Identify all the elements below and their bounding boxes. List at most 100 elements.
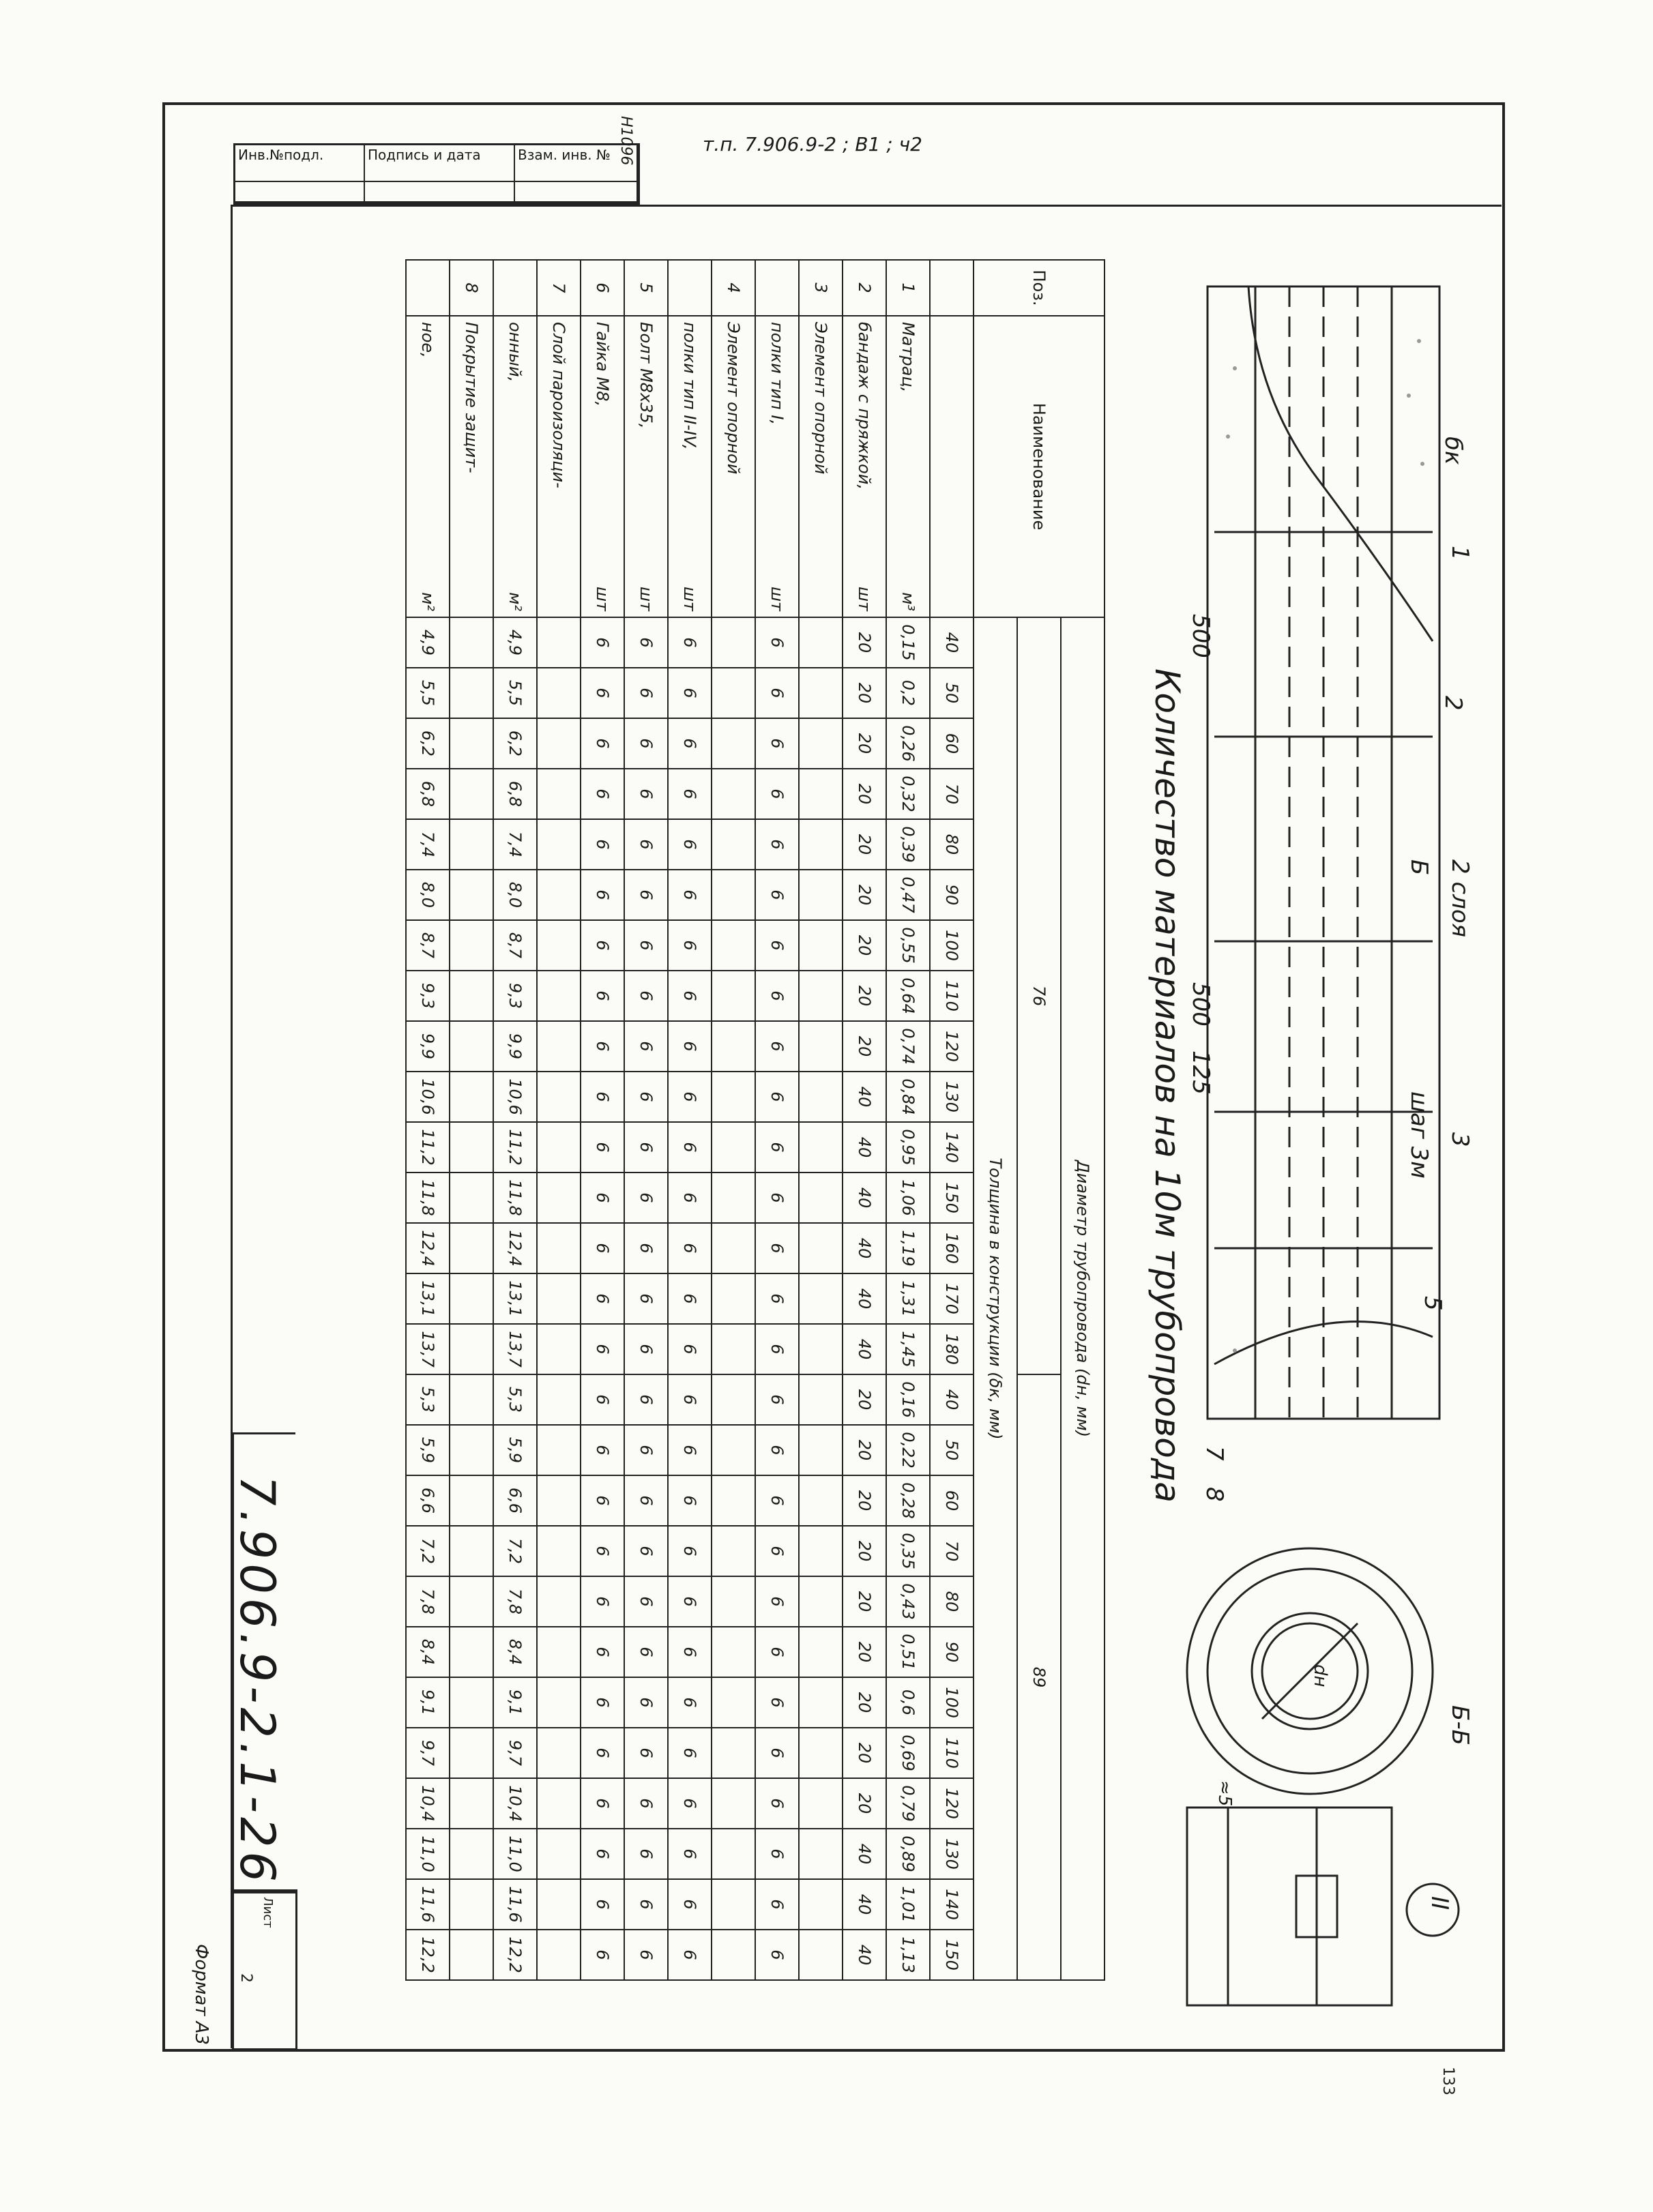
value-cell: 6 <box>581 1778 624 1829</box>
thickness-cell: 150 <box>930 1930 974 1980</box>
thickness-cell: 40 <box>930 1374 974 1425</box>
value-cell: 6 <box>755 769 799 819</box>
value-cell: 6 <box>668 718 712 769</box>
pipe-longitudinal-drawing <box>1206 285 1441 1420</box>
value-cell: 6 <box>755 1475 799 1526</box>
value-cell <box>712 1021 755 1072</box>
stamp-cell-signature: Подпись и дата <box>365 145 515 182</box>
value-cell: 0,69 <box>886 1728 930 1778</box>
value-cell <box>450 1879 493 1930</box>
callout-8: 8 <box>1201 1487 1228 1502</box>
stamp-cell-replace: Взам. инв. № <box>515 145 638 182</box>
value-cell: 6 <box>624 819 668 870</box>
value-cell <box>799 971 843 1021</box>
value-cell: 6 <box>624 1425 668 1475</box>
callout-7: 7 <box>1201 1446 1228 1461</box>
value-cell: 6 <box>581 1930 624 1980</box>
name-text: Покрытие защит- <box>462 322 481 473</box>
pos-cell <box>493 260 537 316</box>
value-cell <box>537 1879 581 1930</box>
value-cell: 6 <box>755 1778 799 1829</box>
value-cell: 0,47 <box>886 870 930 920</box>
value-cell: 6 <box>581 1223 624 1273</box>
detail-label: II <box>1426 1896 1453 1911</box>
unit-text: шт <box>767 587 787 611</box>
callout-2: 2 <box>1439 696 1467 711</box>
value-cell: 0,26 <box>886 718 930 769</box>
value-cell: 6 <box>581 769 624 819</box>
value-cell: 20 <box>843 1526 886 1576</box>
value-cell <box>537 1576 581 1627</box>
outer-frame <box>162 102 1505 2052</box>
value-cell: 6 <box>581 1677 624 1728</box>
value-cell <box>450 1425 493 1475</box>
value-cell <box>712 1778 755 1829</box>
name-text: онный, <box>506 322 525 383</box>
value-cell <box>537 1374 581 1425</box>
pos-header: Поз. <box>974 260 1105 316</box>
value-cell: 20 <box>843 1677 886 1728</box>
value-cell: 4,9 <box>406 617 450 668</box>
value-cell: 0,15 <box>886 617 930 668</box>
value-cell <box>712 668 755 718</box>
name-cell: ное,м² <box>406 316 450 617</box>
value-cell <box>537 1677 581 1728</box>
value-cell <box>537 1475 581 1526</box>
value-cell <box>712 1576 755 1627</box>
value-cell <box>450 617 493 668</box>
value-cell: 9,1 <box>406 1677 450 1728</box>
value-cell: 6 <box>581 1273 624 1324</box>
value-cell: 6 <box>755 1122 799 1173</box>
section-bb-drawing <box>1186 1547 1434 1795</box>
value-cell: 6 <box>668 1122 712 1173</box>
value-cell: 0,74 <box>886 1021 930 1072</box>
value-cell <box>450 819 493 870</box>
value-cell <box>537 668 581 718</box>
value-cell: 20 <box>843 1374 886 1425</box>
value-cell: 6 <box>581 971 624 1021</box>
value-cell: 6 <box>668 920 712 971</box>
value-cell: 13,7 <box>493 1324 537 1374</box>
value-cell <box>799 1728 843 1778</box>
value-cell: 6 <box>668 1677 712 1728</box>
thickness-cell: 130 <box>930 1072 974 1122</box>
unit-text: м² <box>506 592 525 611</box>
value-cell: 40 <box>843 1173 886 1223</box>
name-text: Гайка М8, <box>593 322 612 407</box>
value-cell <box>450 1173 493 1223</box>
value-cell: 0,55 <box>886 920 930 971</box>
value-cell: 8,7 <box>406 920 450 971</box>
value-cell: 11,6 <box>406 1879 450 1930</box>
value-cell: 12,4 <box>493 1223 537 1273</box>
value-cell <box>537 1324 581 1374</box>
value-cell: 6 <box>581 1728 624 1778</box>
value-cell: 40 <box>843 1829 886 1879</box>
value-cell: 40 <box>843 1324 886 1374</box>
pos-cell: 1 <box>886 260 930 316</box>
value-cell <box>799 1778 843 1829</box>
thickness-cell: 100 <box>930 920 974 971</box>
value-cell <box>712 1072 755 1122</box>
value-cell: 6 <box>668 1576 712 1627</box>
name-text: Болт М8х35, <box>637 322 656 429</box>
format-label: Формат А3 <box>191 1944 211 2046</box>
value-cell: 40 <box>843 1072 886 1122</box>
value-cell: 11,0 <box>406 1829 450 1879</box>
value-cell: 6 <box>755 718 799 769</box>
value-cell: 6 <box>624 870 668 920</box>
value-cell: 0,28 <box>886 1475 930 1526</box>
thickness-cell: 110 <box>930 971 974 1021</box>
value-cell: 6 <box>624 1728 668 1778</box>
name-cell: полки тип II-IV,шт <box>668 316 712 617</box>
value-cell <box>450 668 493 718</box>
value-cell: 6,6 <box>406 1475 450 1526</box>
value-cell: 6 <box>624 1021 668 1072</box>
value-cell <box>799 1475 843 1526</box>
value-cell <box>799 1324 843 1374</box>
value-cell <box>537 1778 581 1829</box>
